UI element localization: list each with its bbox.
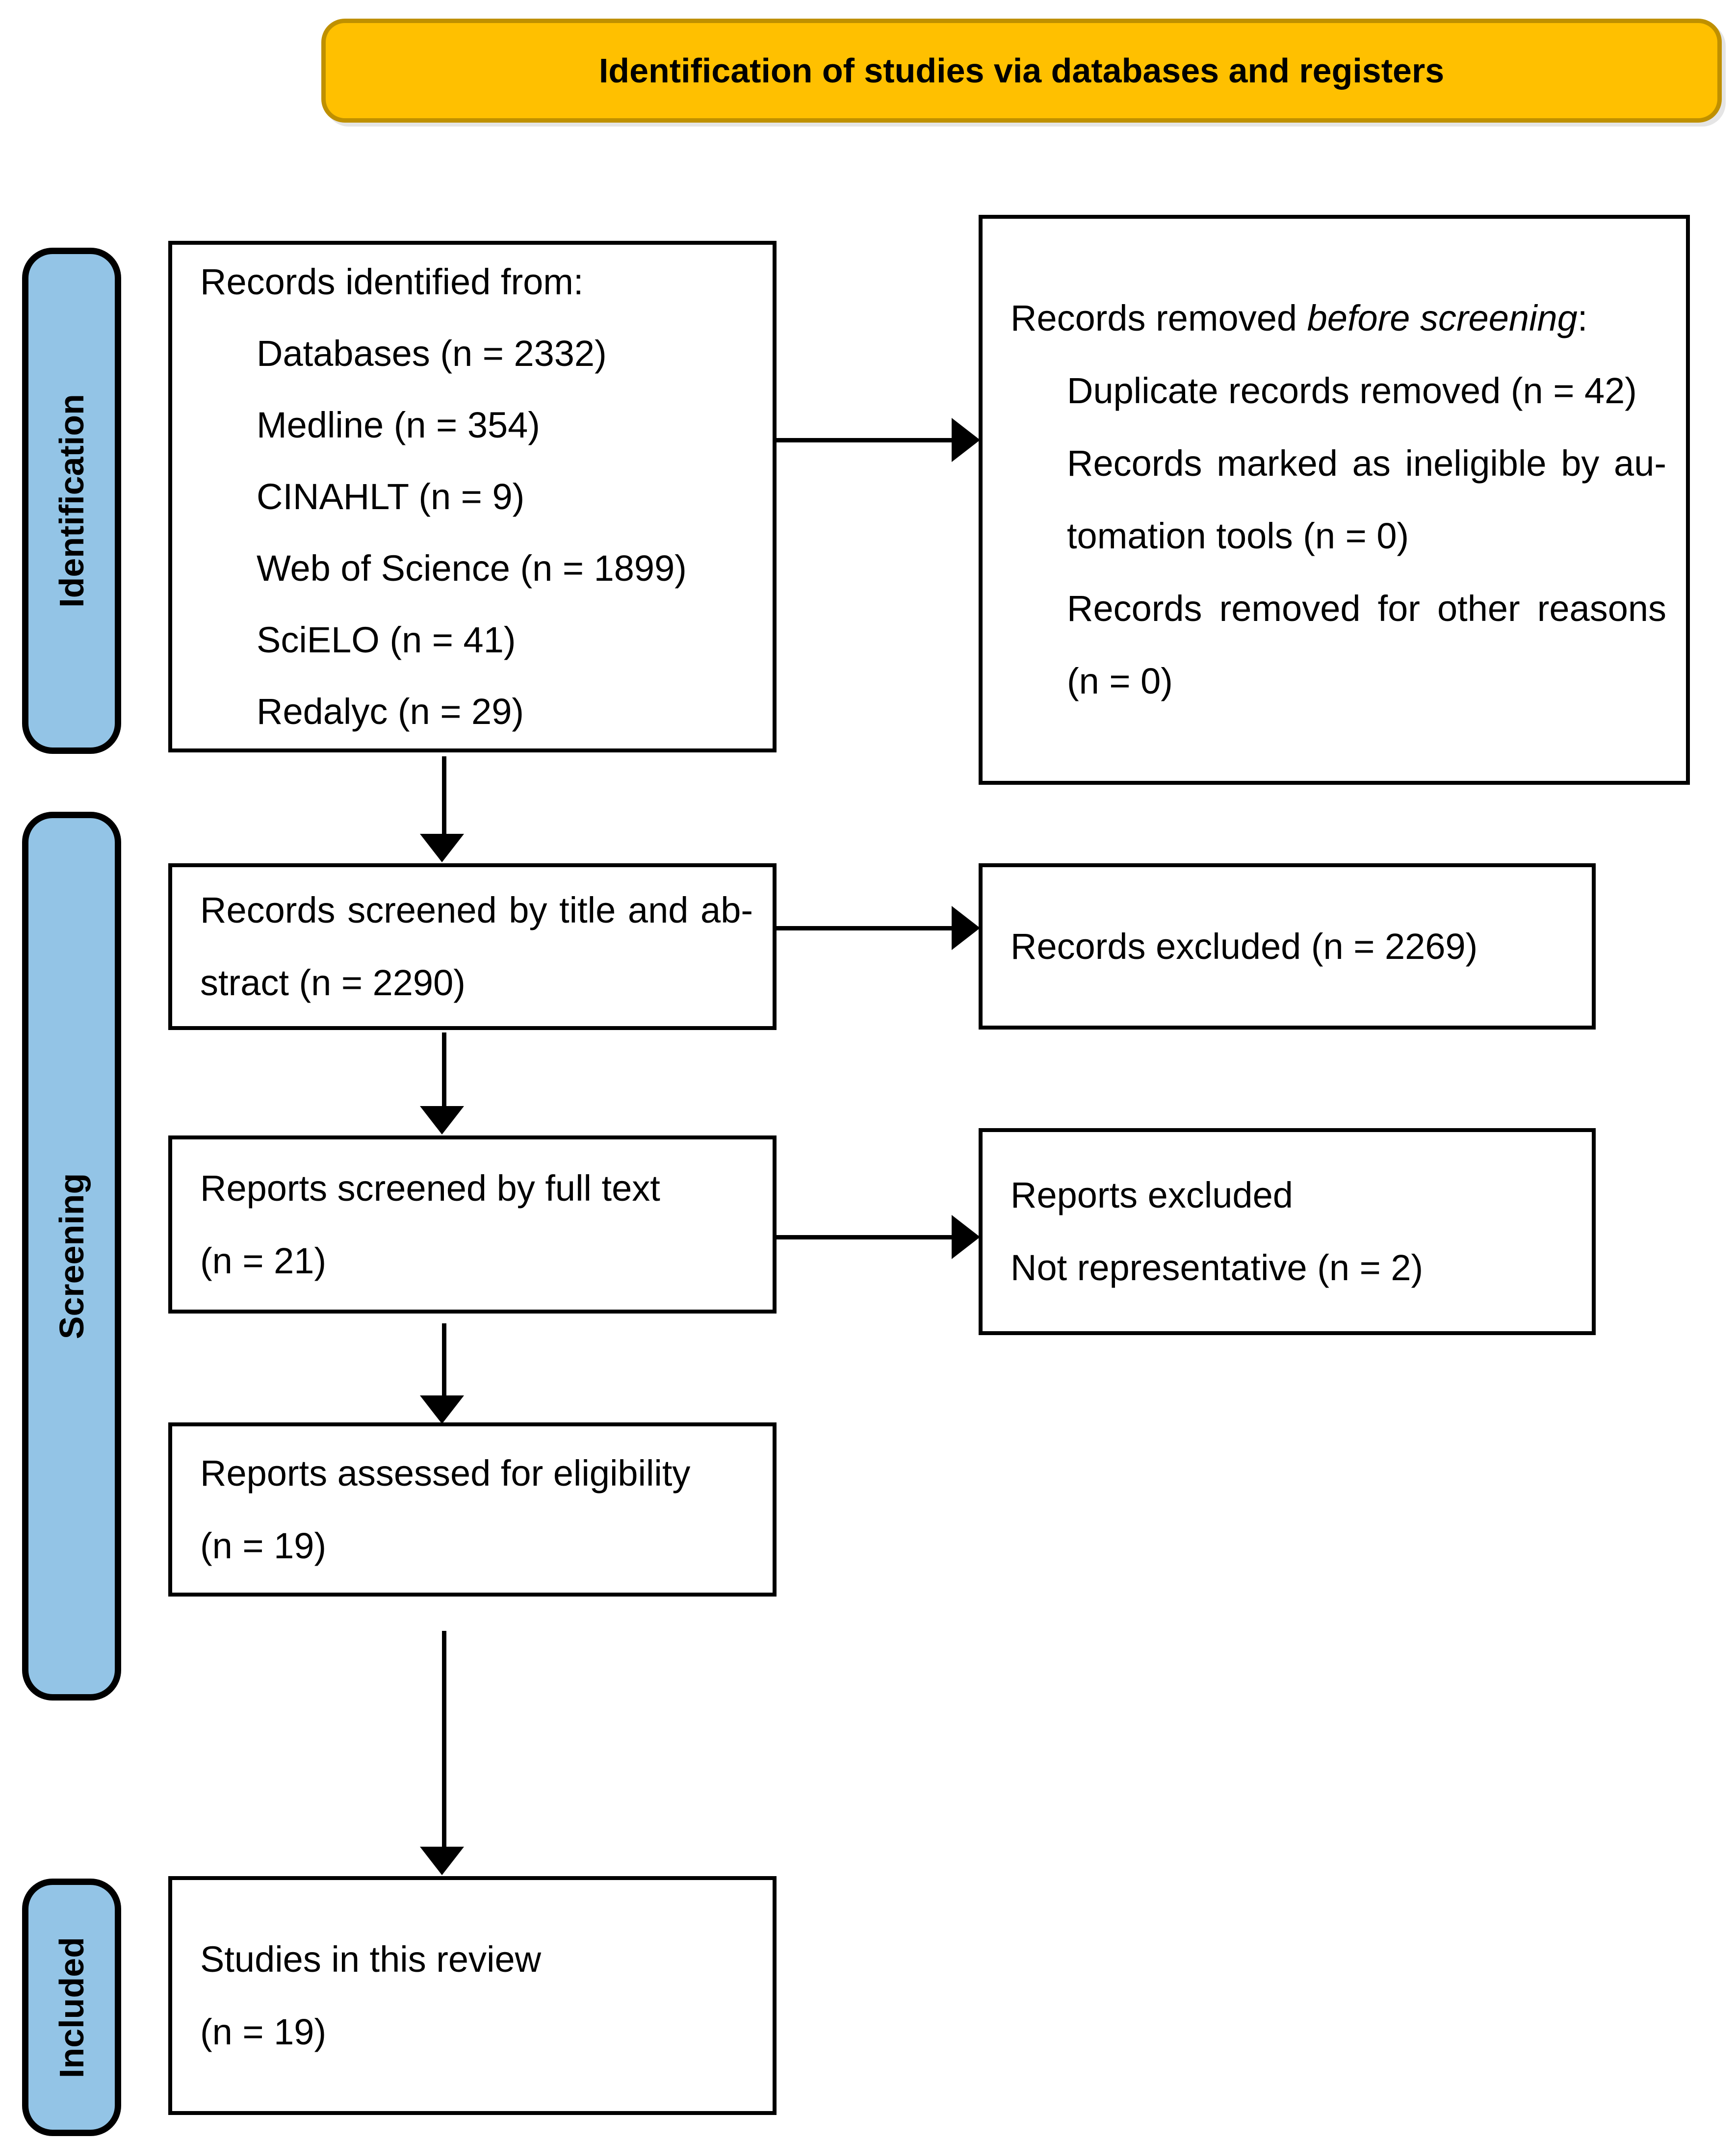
arrow-screened-to-excluded-shaft [777,926,952,930]
reports-assessed-line2: (n = 19) [200,1525,327,1566]
arrow-fulltext-to-assessed-shaft [442,1323,446,1395]
arrow-fulltext-to-excluded-shaft [777,1235,952,1239]
stage-included: Included [22,1879,121,2136]
records-screened-line2: stract (n = 2290) [200,962,466,1003]
records-removed-header: Records removed before screening: [1011,282,1666,355]
removed-other-reasons-line2: (n = 0) [1067,661,1173,701]
records-removed-header-prefix: Records removed [1011,298,1307,338]
source-cinahlt: CINAHLT (n = 9) [257,476,525,517]
reports-excluded-line2: Not representative (n = 2) [1011,1247,1424,1288]
source-databases: Databases (n = 2332) [257,333,607,374]
removed-other-reasons-line1: Records removed for other reasons [1067,588,1666,629]
records-identified-header: Records identified from: [200,261,584,302]
stage-identification: Identification [22,248,121,754]
stage-screening-label: Screening [52,1173,91,1340]
reports-fulltext-line1: Reports screened by full text [200,1167,660,1209]
arrow-assessed-to-included-head [420,1847,464,1875]
stage-included-label: Included [52,1936,91,2078]
records-screened-line1: Records screened by title and ab- [200,890,753,930]
arrow-fulltext-to-excluded-head [952,1215,980,1259]
arrow-assessed-to-included-shaft [442,1631,446,1847]
studies-included-line1: Studies in this review [200,1938,542,1980]
records-excluded-line: Records excluded (n = 2269) [1011,926,1478,967]
stage-screening: Screening [22,812,121,1701]
reports-fulltext-line2: (n = 21) [200,1240,327,1281]
box-records-excluded: Records excluded (n = 2269) [979,863,1596,1030]
box-records-screened: Records screened by title and ab- stract… [168,863,777,1030]
box-records-removed-before-screening: Records removed before screening: Duplic… [979,215,1690,785]
source-medline: Medline (n = 354) [257,404,540,445]
reports-assessed-line1: Reports assessed for eligibility [200,1452,691,1494]
studies-included-line2: (n = 19) [200,2011,327,2052]
banner-identification-of-studies: Identification of studies via databases … [321,19,1722,123]
source-redalyc: Redalyc (n = 29) [257,691,524,732]
arrow-identified-to-removed-head [952,418,980,462]
box-reports-excluded: Reports excluded Not representative (n =… [979,1128,1596,1335]
records-removed-header-suffix: : [1577,298,1588,338]
removed-automation-line1: Records marked as ineligible by au- [1067,443,1666,484]
removed-duplicates: Duplicate records removed (n = 42) [1067,370,1637,411]
arrow-fulltext-to-assessed-head [420,1395,464,1424]
source-scielo: SciELO (n = 41) [257,619,516,660]
records-removed-header-italic: before screening [1307,298,1578,338]
arrow-identified-to-screened-head [420,834,464,862]
stage-identification-label: Identification [52,394,91,608]
arrow-identified-to-screened-shaft [442,756,446,834]
arrow-screened-to-fulltext-head [420,1106,464,1134]
arrow-screened-to-excluded-head [952,906,980,950]
arrow-screened-to-fulltext-shaft [442,1032,446,1106]
box-reports-fulltext: Reports screened by full text (n = 21) [168,1135,777,1314]
source-web-of-science: Web of Science (n = 1899) [257,547,687,589]
box-reports-assessed: Reports assessed for eligibility (n = 19… [168,1422,777,1597]
box-records-identified: Records identified from: Databases (n = … [168,241,777,752]
box-studies-included: Studies in this review (n = 19) [168,1876,777,2115]
reports-excluded-line1: Reports excluded [1011,1175,1293,1215]
banner-title: Identification of studies via databases … [598,52,1445,90]
arrow-identified-to-removed-shaft [777,438,952,442]
removed-automation-line2: tomation tools (n = 0) [1067,516,1409,556]
